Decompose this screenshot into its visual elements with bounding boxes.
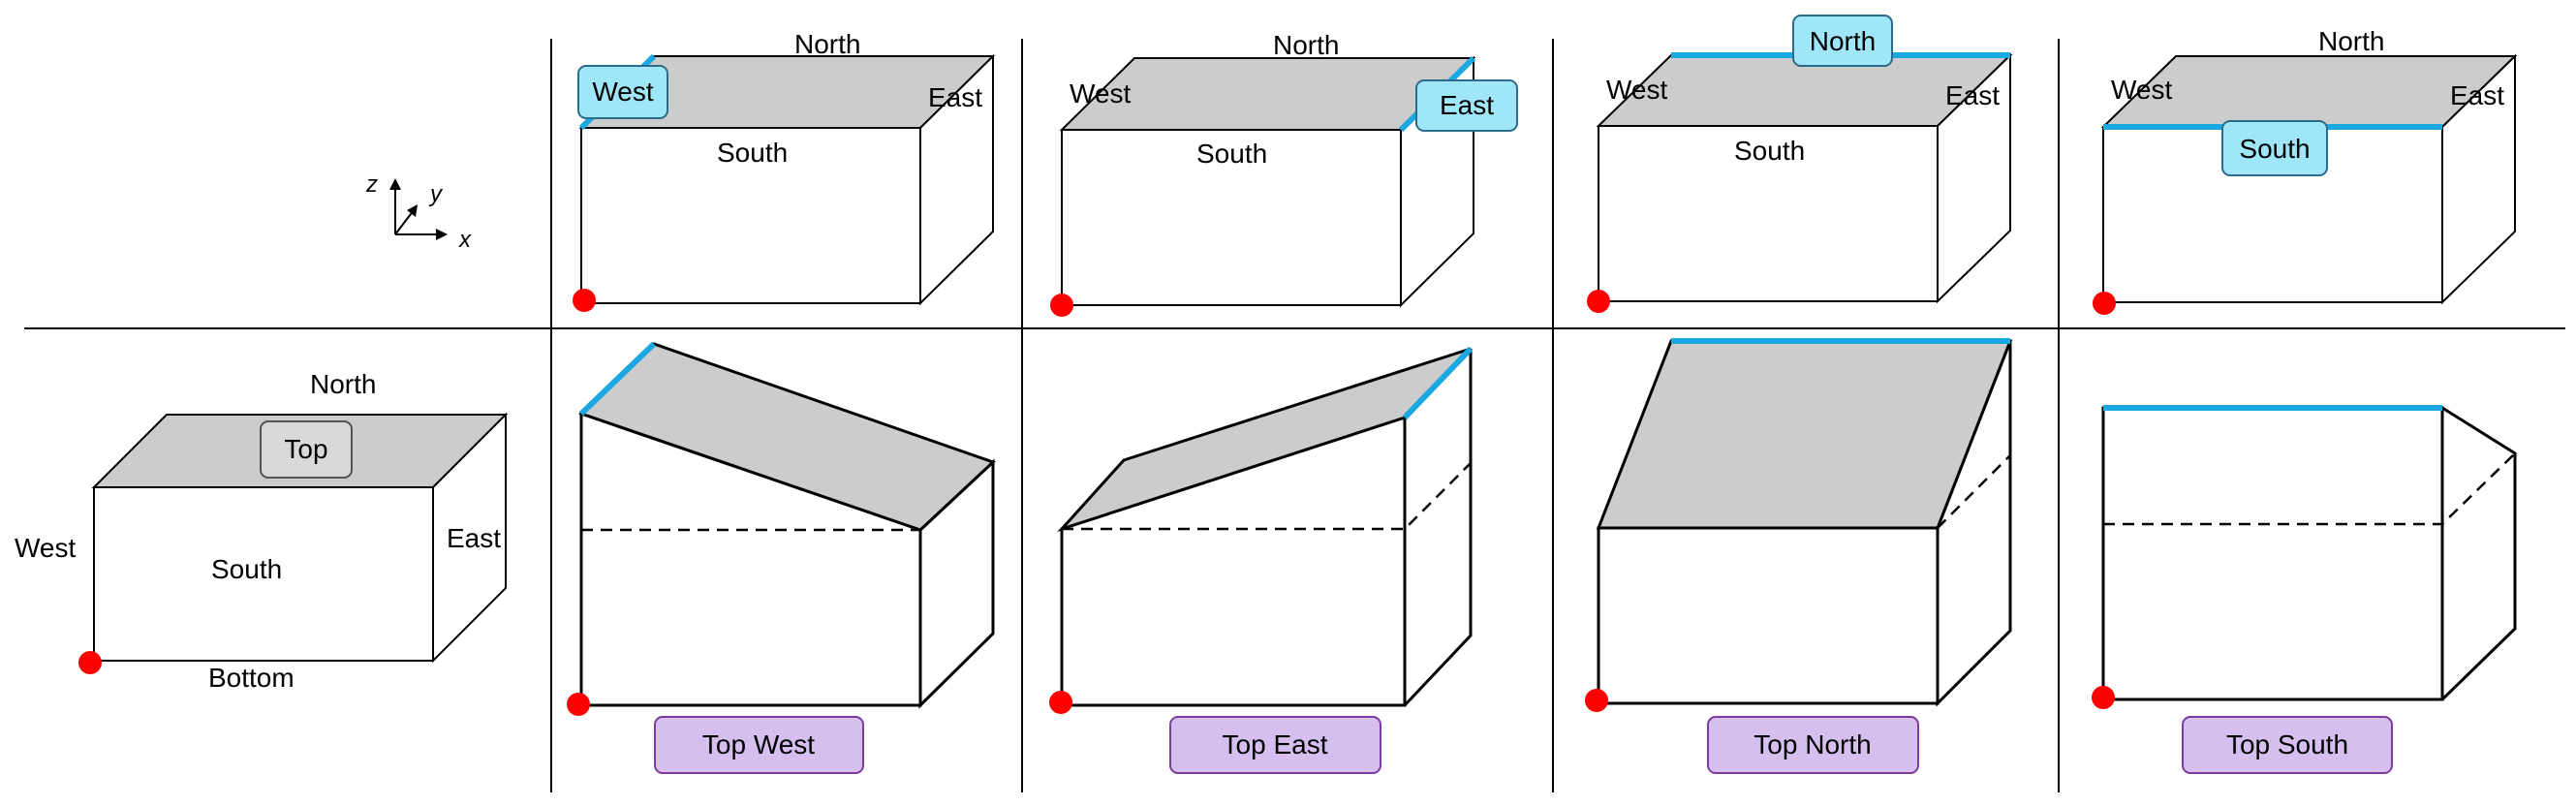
top-row-panel-east: North West South East [1050, 30, 1518, 317]
panel-3-callout [1792, 15, 1893, 67]
panel-1-east-label: East [928, 82, 982, 112]
panel-1-north-label: North [794, 29, 860, 59]
panel-4-callout [2221, 120, 2328, 176]
top-north-origin-dot [1585, 689, 1608, 712]
top-north-front-face [1597, 526, 1940, 705]
top-north-roof [1596, 339, 2013, 530]
panel-4-callout-label: South [2239, 134, 2310, 164]
panel-1-callout [577, 65, 668, 119]
caption-top-west-label: Top West [702, 729, 815, 760]
panel-4-north-label: North [2318, 26, 2384, 56]
shape-top-north: Top North [1585, 338, 2013, 774]
panel-2-callout [1415, 79, 1518, 132]
x-axis-label: x [458, 227, 472, 253]
panel-2-origin-dot [1050, 294, 1073, 317]
caption-top-south-label: Top South [2226, 729, 2348, 760]
top-north-dashed-line [1937, 454, 2011, 529]
panel-1-origin-dot [573, 289, 596, 312]
caption-top-south [2182, 716, 2393, 774]
top-south-side-edges [2440, 406, 2517, 701]
panel-4-origin-dot [2093, 292, 2116, 315]
top-south-front-face [2101, 406, 2444, 701]
top-east-side-edges [1403, 349, 1473, 707]
axis-indicator: z y x [365, 171, 472, 253]
top-south-dashed-line [2103, 452, 2516, 526]
reference-top-callout-label: Top [284, 434, 327, 464]
top-west-highlight-edge [578, 341, 657, 417]
reference-origin-dot [78, 651, 102, 674]
panel-3-origin-dot [1587, 290, 1610, 313]
z-axis-arrowhead [389, 178, 401, 190]
reference-east-label: East [447, 523, 501, 553]
panel-4-west-label: West [2111, 75, 2172, 105]
panel-4-side-face [2441, 53, 2516, 305]
panel-2-north-label: North [1273, 30, 1339, 60]
caption-top-north [1707, 716, 1919, 774]
panel-3-south-label: South [1734, 136, 1805, 166]
top-row-panel-west: North East South West [573, 29, 996, 312]
panel-1-south-label: South [717, 138, 788, 168]
reference-side-face [432, 412, 507, 664]
top-west-origin-dot [567, 693, 590, 716]
panel-3-callout-label: North [1810, 26, 1876, 56]
caption-top-west [654, 716, 864, 774]
panel-4-east-label: East [2450, 80, 2504, 110]
reference-south-label: South [211, 554, 282, 584]
top-row-panel-north: West East South North [1587, 15, 2013, 313]
z-axis-label: z [365, 171, 378, 198]
shape-top-east: Top East [1049, 346, 1474, 774]
caption-top-north-label: Top North [1754, 729, 1871, 760]
shape-top-south: Top South [2092, 405, 2517, 774]
panel-3-side-face [1937, 52, 2011, 304]
y-axis-arrow [394, 209, 415, 235]
panel-2-west-label: West [1070, 78, 1131, 108]
reference-north-label: North [310, 369, 376, 399]
top-row-panel-south: North West East South [2093, 26, 2518, 315]
reference-west-label: West [15, 533, 76, 563]
top-east-highlight-edge [1402, 346, 1474, 420]
reference-top-callout [260, 420, 353, 479]
panel-2-callout-label: East [1440, 90, 1494, 120]
y-axis-arrowhead [407, 204, 418, 217]
reference-box: North West South East Bottom Top [15, 369, 509, 693]
x-axis-arrowhead [436, 229, 448, 240]
reference-bottom-label: Bottom [208, 663, 295, 693]
shape-top-west: Top West [567, 341, 996, 774]
panel-1-side-face [919, 53, 994, 306]
y-axis-label: y [428, 181, 444, 207]
top-south-origin-dot [2092, 686, 2115, 709]
panel-2-south-label: South [1196, 139, 1267, 169]
top-east-origin-dot [1049, 691, 1072, 714]
panel-3-west-label: West [1606, 75, 1667, 105]
caption-top-east [1169, 716, 1381, 774]
caption-top-east-label: Top East [1223, 729, 1328, 760]
panel-1-callout-label: West [592, 77, 653, 107]
panel-3-east-label: East [1945, 80, 2000, 110]
